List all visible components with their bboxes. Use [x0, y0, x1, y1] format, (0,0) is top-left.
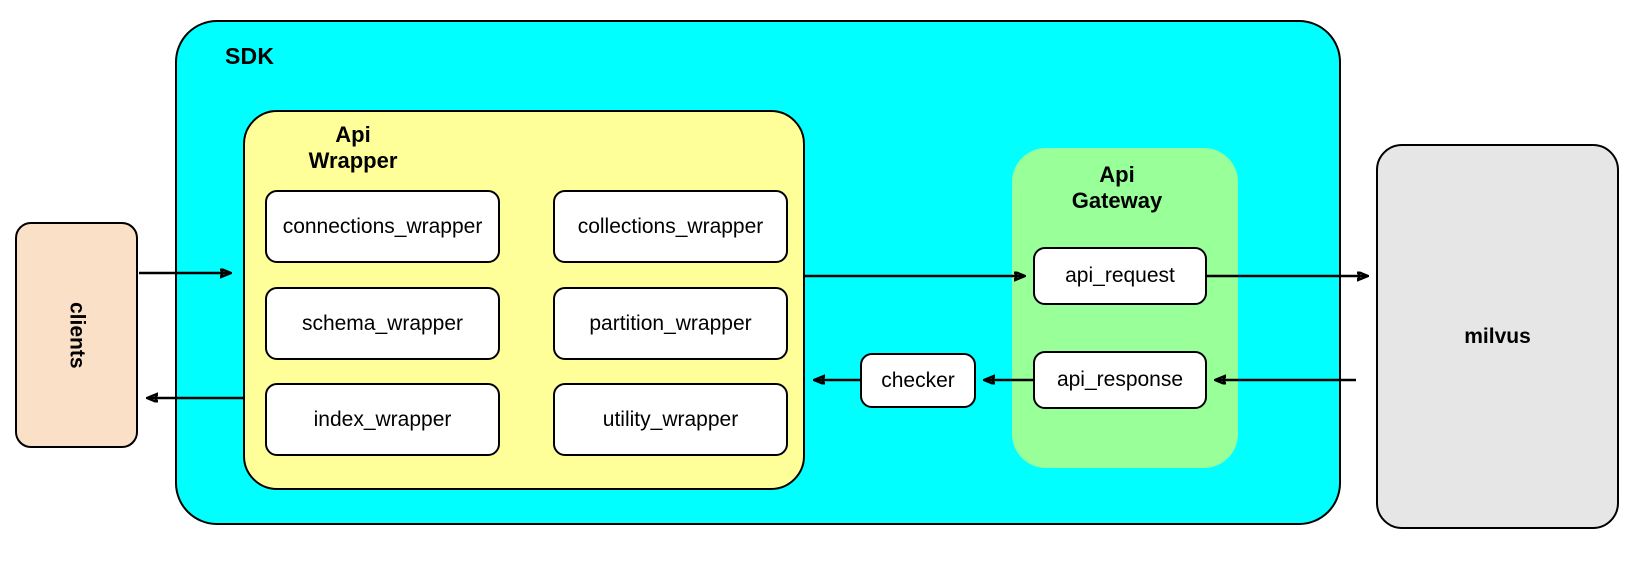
- node-checker[interactable]: checker: [860, 353, 976, 408]
- milvus-node[interactable]: milvus: [1376, 144, 1619, 529]
- api-gateway-label-line1: Api: [1099, 162, 1135, 187]
- node-schema-wrapper[interactable]: schema_wrapper: [265, 287, 500, 360]
- node-connections-wrapper[interactable]: connections_wrapper: [265, 190, 500, 263]
- clients-node[interactable]: clients: [15, 222, 138, 448]
- api-gateway-container[interactable]: Api Gateway: [1012, 148, 1238, 468]
- clients-label: clients: [65, 301, 89, 369]
- node-utility-wrapper[interactable]: utility_wrapper: [553, 383, 788, 456]
- api-wrapper-label-line2: Wrapper: [308, 148, 398, 174]
- node-api-response[interactable]: api_response: [1033, 351, 1207, 409]
- node-collections-wrapper[interactable]: collections_wrapper: [553, 190, 788, 263]
- node-api-request[interactable]: api_request: [1033, 247, 1207, 305]
- api-gateway-label-line2: Gateway: [1071, 188, 1163, 214]
- sdk-label: SDK: [225, 43, 275, 69]
- api-wrapper-label-line1: Api: [335, 122, 371, 147]
- api-wrapper-label: Api Wrapper: [263, 122, 443, 175]
- api-gateway-label: Api Gateway: [1022, 162, 1212, 215]
- node-index-wrapper[interactable]: index_wrapper: [265, 383, 500, 456]
- node-partition-wrapper[interactable]: partition_wrapper: [553, 287, 788, 360]
